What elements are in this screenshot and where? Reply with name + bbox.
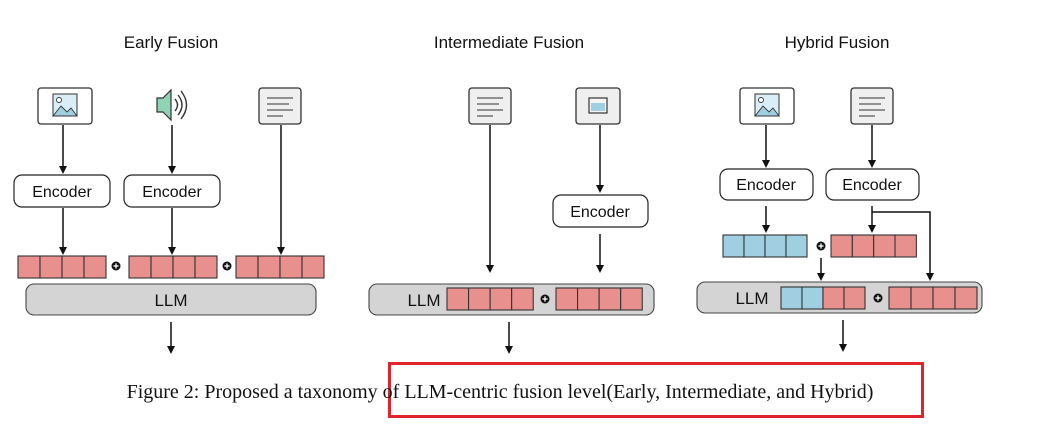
intermediate-fusion-title: Intermediate Fusion xyxy=(434,33,584,52)
text-doc-icon xyxy=(468,87,512,125)
concat-plus-icon xyxy=(872,292,884,304)
video-icon xyxy=(575,87,621,125)
early-llm-block xyxy=(25,283,317,316)
encoder-label: Encoder xyxy=(570,204,630,221)
token-sequence-audio xyxy=(128,255,218,279)
image-icon xyxy=(739,87,795,125)
token-sequence-text xyxy=(235,255,325,279)
text-doc-icon xyxy=(850,87,894,125)
token-sequence-image xyxy=(17,255,107,279)
hybrid-encoder-image xyxy=(719,168,814,201)
early-encoder-audio xyxy=(123,174,221,208)
text-doc-icon xyxy=(258,87,302,125)
early-fusion-title: Early Fusion xyxy=(124,33,218,52)
speaker-icon xyxy=(156,88,188,122)
llm-label: LLM xyxy=(154,291,187,310)
token-sequence-mixed xyxy=(780,286,866,310)
token-sequence-image-blue xyxy=(722,234,808,258)
token-sequence-video xyxy=(555,287,643,311)
intermediate-encoder xyxy=(552,194,649,228)
concat-plus-icon xyxy=(110,260,122,272)
hybrid-encoder-text xyxy=(825,168,920,201)
llm-label: LLM xyxy=(407,291,440,310)
encoder-label: Encoder xyxy=(736,177,796,194)
image-icon xyxy=(37,87,93,125)
token-sequence-text xyxy=(446,287,534,311)
hybrid-fusion-title: Hybrid Fusion xyxy=(785,33,890,52)
llm-label: LLM xyxy=(735,289,768,308)
concat-plus-icon xyxy=(221,260,233,272)
encoder-label: Encoder xyxy=(32,184,92,201)
concat-plus-icon xyxy=(815,240,827,252)
early-encoder-image xyxy=(13,174,111,208)
highlight-box xyxy=(388,362,924,418)
figure-caption: Figure 2: Proposed a taxonomy of LLM-cen… xyxy=(126,381,874,403)
concat-plus-icon xyxy=(539,293,551,305)
encoder-label: Encoder xyxy=(842,177,902,194)
token-sequence-text-red xyxy=(888,286,978,310)
token-sequence-text-red xyxy=(830,234,917,258)
encoder-label: Encoder xyxy=(142,184,202,201)
